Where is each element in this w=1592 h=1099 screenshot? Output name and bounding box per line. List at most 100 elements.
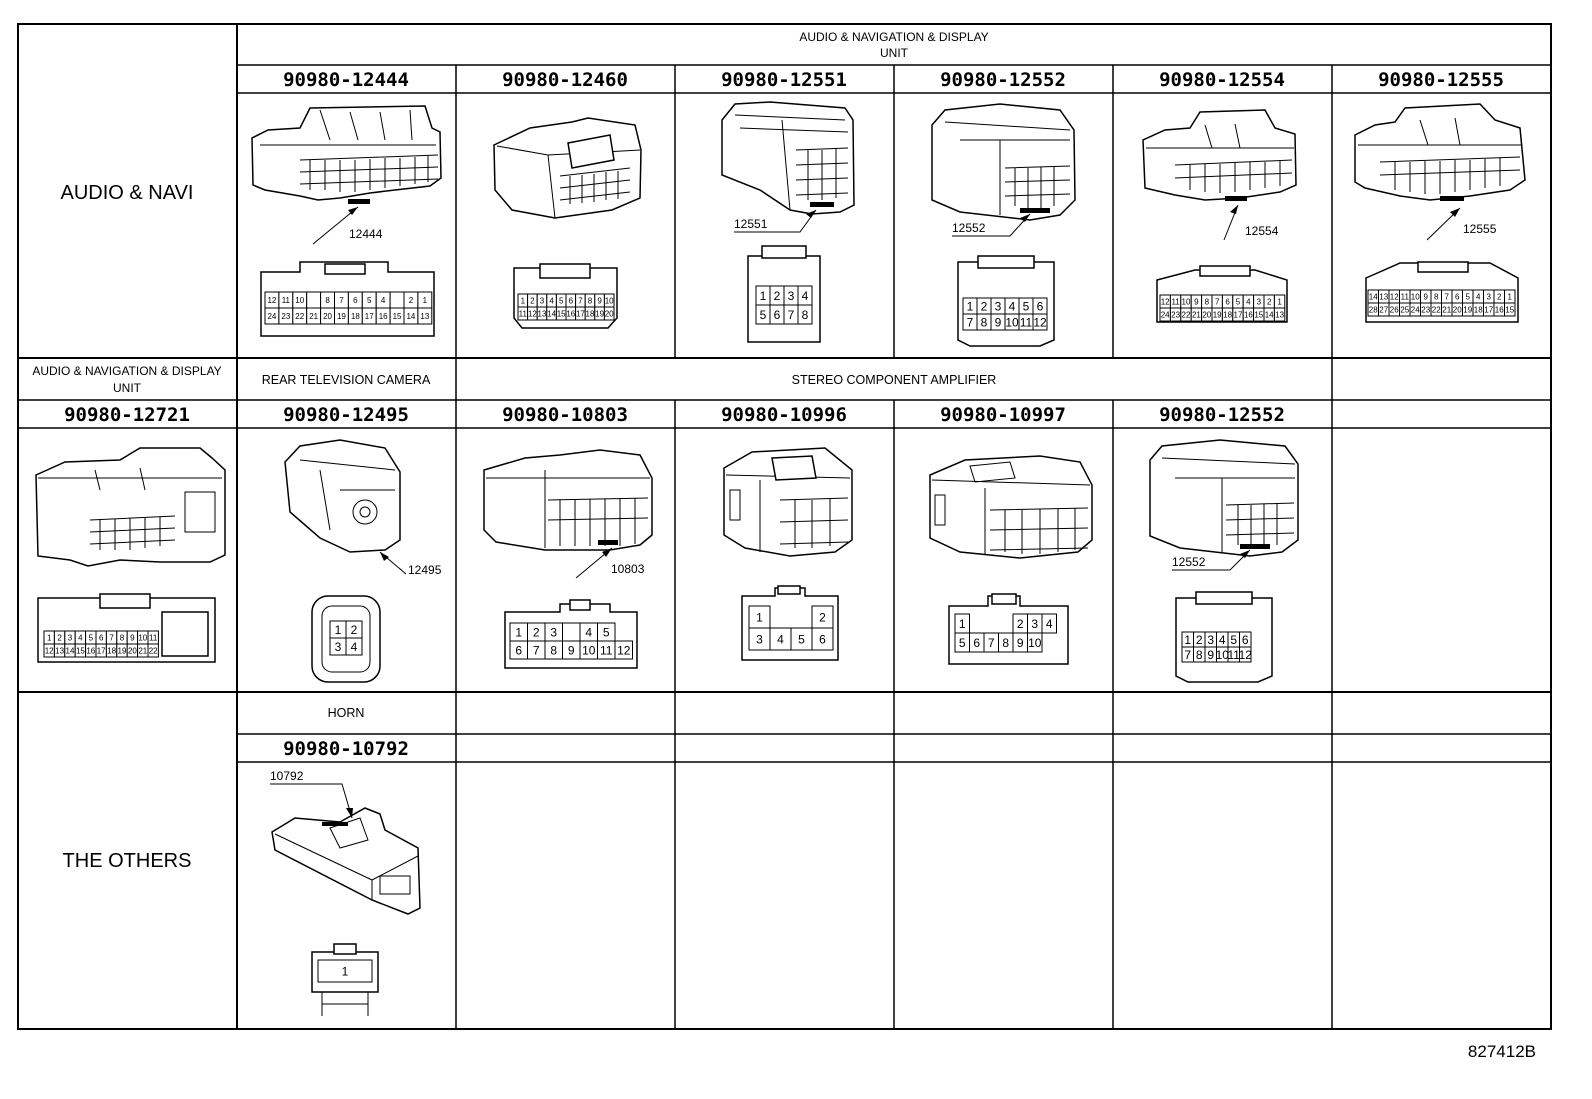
- connector-10803-code: 10803: [611, 562, 645, 576]
- pin-number: 2: [530, 297, 535, 306]
- pin-number: 7: [1445, 293, 1450, 302]
- figure-id: 827412B: [1468, 1042, 1536, 1061]
- connector-12495-face-inner: [321, 605, 371, 673]
- pin-cell: [417, 307, 433, 325]
- pin-number: 7: [1215, 298, 1220, 307]
- group-label-audio-nav-display-2-line2: UNIT: [113, 381, 142, 395]
- pin-number: 19: [118, 647, 127, 656]
- pin-number: 2: [981, 300, 988, 314]
- pin-number: 7: [109, 634, 114, 643]
- connector-12554-housing-drawing: [1142, 109, 1297, 201]
- connector-12721-latch: [99, 593, 151, 609]
- pin-number: 1: [1184, 633, 1191, 647]
- pin-number: 9: [1207, 648, 1214, 662]
- pin-number: 2: [1497, 293, 1502, 302]
- group-label-audio-nav-display-line2: UNIT: [880, 46, 909, 60]
- pin-number: 3: [756, 633, 763, 647]
- pin-number: 11: [1401, 293, 1410, 302]
- pin-number: 7: [788, 308, 795, 322]
- pin-number: 9: [1017, 636, 1024, 650]
- connector-10792-code: 10792: [270, 769, 304, 783]
- pin-number: 6: [1242, 633, 1249, 647]
- pin-number: 1: [342, 965, 349, 979]
- connector-10803-arrowhead: [602, 548, 612, 557]
- pin-number: 10: [582, 644, 596, 658]
- pin-number: 6: [973, 636, 980, 650]
- part-number-12495: 90980-12495: [283, 404, 409, 426]
- connector-10996-housing-drawing: [723, 447, 853, 557]
- pin-number: 13: [538, 310, 547, 319]
- pin-number: 1: [47, 634, 52, 643]
- pin-number: 20: [605, 310, 614, 319]
- pin-number: 8: [550, 644, 557, 658]
- pin-number: 4: [351, 640, 358, 654]
- pin-number: 18: [1474, 306, 1483, 315]
- pin-number: 13: [1275, 311, 1284, 320]
- pin-number: 7: [967, 316, 974, 330]
- pin-number: 8: [1434, 293, 1439, 302]
- pin-number: 18: [351, 312, 360, 321]
- pin-number: 16: [379, 312, 388, 321]
- pin-number: 2: [1017, 617, 1024, 631]
- pin-number: 14: [1369, 293, 1378, 302]
- pin-number: 16: [86, 647, 95, 656]
- pin-number: 14: [547, 310, 556, 319]
- pin-number: 24: [1411, 306, 1420, 315]
- part-number-10996: 90980-10996: [721, 404, 847, 426]
- connector-12552-latch: [977, 255, 1035, 269]
- pin-cell: [811, 627, 834, 651]
- pin-number: 1: [423, 296, 428, 305]
- pin-number: 24: [1161, 311, 1170, 320]
- connector-12460-housing-drawing: [493, 117, 642, 219]
- pin-number: 5: [760, 308, 767, 322]
- group-label-audio-nav-display-2-line1: AUDIO & NAVIGATION & DISPLAY: [32, 364, 221, 378]
- pin-number: 3: [68, 634, 73, 643]
- pin-number: 10: [1028, 636, 1042, 650]
- pin-cell: [562, 622, 581, 642]
- pin-number: 7: [533, 644, 540, 658]
- pin-number: 20: [323, 312, 332, 321]
- pin-number: 15: [76, 647, 85, 656]
- pin-number: 6: [1225, 298, 1230, 307]
- pin-number: 7: [1184, 648, 1191, 662]
- pin-number: 11: [1228, 648, 1241, 662]
- group-label-audio-nav-display-line1: AUDIO & NAVIGATION & DISPLAY: [799, 30, 988, 44]
- pin-number: 5: [89, 634, 94, 643]
- pin-number: 18: [586, 310, 595, 319]
- pin-number: 2: [1267, 298, 1272, 307]
- connector-12554-latch: [1199, 265, 1251, 277]
- pin-number: 1: [515, 626, 522, 640]
- connector-12554-arrowhead: [1230, 205, 1238, 214]
- pin-number: 5: [959, 636, 966, 650]
- pin-number: 5: [367, 296, 372, 305]
- pin-number: 9: [597, 297, 602, 306]
- connector-12495-arrowhead: [380, 552, 389, 561]
- pin-number: 11: [519, 310, 528, 319]
- pin-number: 19: [1463, 306, 1472, 315]
- pin-number: 18: [1223, 311, 1232, 320]
- pin-number: 5: [1230, 633, 1237, 647]
- pin-cell: [1239, 646, 1252, 663]
- pin-number: 5: [1236, 298, 1241, 307]
- connector-10792-latch: [333, 943, 357, 955]
- pin-number: 4: [1246, 298, 1251, 307]
- pin-number: 2: [1196, 633, 1203, 647]
- pin-number: 1: [760, 289, 767, 303]
- part-number-10997: 90980-10997: [940, 404, 1066, 426]
- pin-number: 5: [1466, 293, 1471, 302]
- pin-number: 18: [107, 647, 116, 656]
- pin-number: 17: [1234, 311, 1243, 320]
- pin-number: 4: [1476, 293, 1481, 302]
- pin-number: 21: [1442, 306, 1451, 315]
- pin-number: 17: [365, 312, 374, 321]
- connector-12444-arrowhead: [348, 207, 358, 215]
- pin-number: 22: [1432, 306, 1441, 315]
- connector-12555-latch: [1417, 261, 1469, 273]
- pin-number: 1: [521, 297, 526, 306]
- pin-number: 8: [1205, 298, 1210, 307]
- pin-number: 23: [281, 312, 290, 321]
- pin-number: 21: [1192, 311, 1201, 320]
